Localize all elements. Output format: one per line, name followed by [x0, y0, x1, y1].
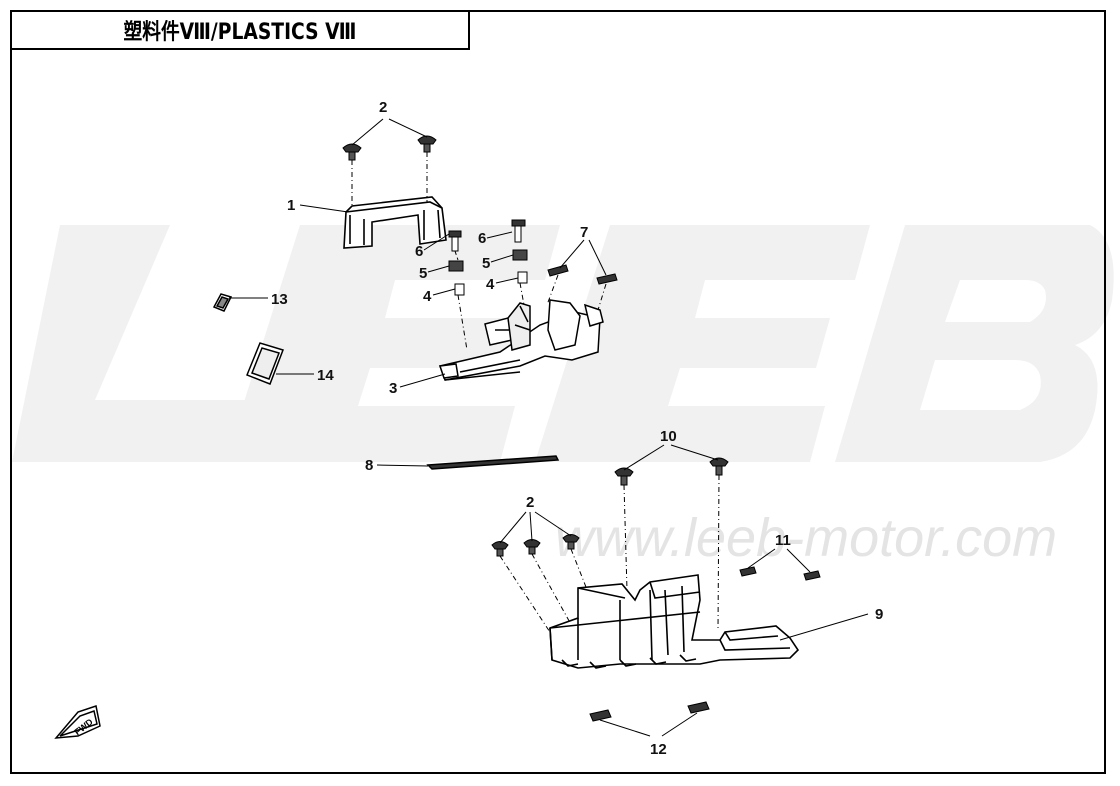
- nut-clip-part-4-left: [454, 283, 465, 296]
- callout-label: 12: [650, 741, 667, 758]
- rivet-part-2-top-left: [342, 143, 362, 161]
- callout-label: 6: [415, 243, 423, 260]
- trim-strip-part-8: [426, 455, 560, 470]
- bolt-part-6-right: [511, 219, 526, 243]
- title-box: 塑料件Ⅷ/PLASTICS Ⅷ: [10, 10, 470, 50]
- forward-direction-badge: FWD: [54, 705, 101, 739]
- clip-part-11-left: [739, 566, 757, 577]
- callout-labels: 2 1 6 5 4 6 5 4 7 13 14 3 8 10 2 11 9 12: [271, 99, 883, 758]
- callout-label: 6: [478, 230, 486, 247]
- clip-part-7-right: [596, 273, 618, 285]
- clip-part-7-left: [547, 264, 569, 277]
- page-title: 塑料件Ⅷ/PLASTICS Ⅷ: [123, 20, 357, 45]
- clip-part-12-right: [687, 701, 710, 714]
- rivet-part-10-right: [709, 457, 729, 476]
- grommet-part-5-left: [448, 260, 464, 272]
- handle-cover-part-1: [343, 196, 447, 249]
- grommet-part-5-right: [512, 249, 528, 261]
- rivet-part-2-lower-3: [562, 534, 580, 550]
- callout-label: 3: [389, 380, 397, 397]
- rivet-part-2-lower-2: [523, 539, 541, 555]
- callout-label: 10: [660, 428, 677, 445]
- bracket-part-3: [438, 299, 604, 381]
- drawing-frame: [10, 10, 1106, 774]
- pad-part-14: [246, 342, 284, 385]
- callout-label: 14: [317, 367, 334, 384]
- rivet-part-10-left: [614, 467, 634, 486]
- bolt-part-6-left: [448, 230, 462, 252]
- callout-label: 5: [419, 265, 427, 282]
- callout-label: 11: [775, 532, 791, 549]
- callout-label: 4: [486, 276, 495, 293]
- nut-clip-part-4-right: [517, 271, 528, 284]
- callout-label: 7: [580, 224, 588, 241]
- callout-label: 2: [379, 99, 387, 116]
- rivet-part-2-top-right: [417, 135, 437, 153]
- callout-label: 8: [365, 457, 373, 474]
- storage-tray-part-9: [549, 574, 800, 669]
- rivet-part-2-lower-1: [491, 541, 509, 557]
- callout-label: 9: [875, 606, 883, 623]
- watermark-url: www.leeb-motor.com: [555, 508, 1057, 568]
- clip-part-12-left: [589, 709, 612, 722]
- callout-label: 2: [526, 494, 534, 511]
- clip-part-11-right: [803, 570, 821, 581]
- callout-label: 4: [423, 288, 432, 305]
- callout-label: 13: [271, 291, 288, 308]
- callout-label: 1: [287, 197, 295, 214]
- pad-part-13: [212, 293, 233, 312]
- callout-label: 5: [482, 255, 490, 272]
